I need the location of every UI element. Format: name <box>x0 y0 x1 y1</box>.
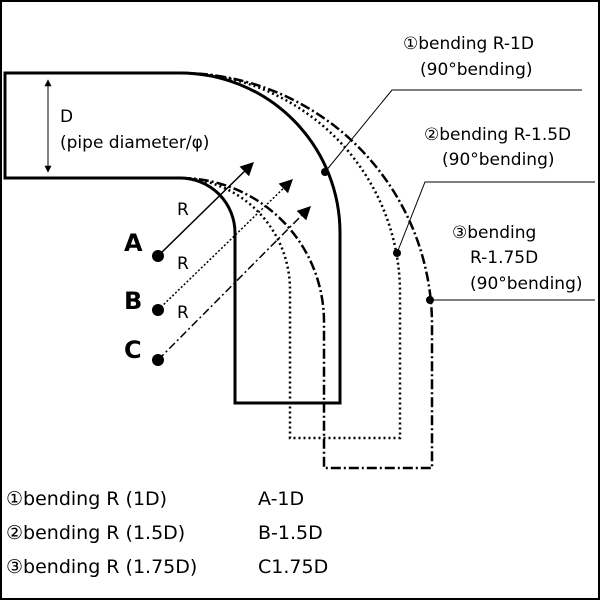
callout-2-subtitle: (90°bending) <box>442 150 555 170</box>
center-point-b <box>152 304 164 316</box>
callout-3-title: ③bending <box>452 223 536 243</box>
callout-1-subtitle: (90°bending) <box>420 60 533 80</box>
callout-leader-1 <box>324 89 582 173</box>
legend-code-1: A-1D <box>258 488 304 510</box>
legend-name-1: ①bending R (1D) <box>6 488 167 510</box>
point-label-a: A <box>124 229 143 257</box>
callout-dot-3 <box>426 296 434 304</box>
radius-label-a: R <box>177 200 189 220</box>
callout-dot-1 <box>321 168 329 176</box>
point-label-c: C <box>124 336 142 364</box>
radius-line-b <box>157 179 293 311</box>
radius-label-b: R <box>177 254 189 274</box>
radius-label-c: R <box>177 303 189 323</box>
radius-line-c <box>157 206 311 361</box>
callout-3-note: (90°bending) <box>470 274 583 294</box>
center-point-a <box>152 250 164 262</box>
pipe-outline-1d <box>3 71 342 405</box>
callout-leader-2 <box>396 181 595 254</box>
point-label-b: B <box>124 287 142 315</box>
pipe-outline-1-75d <box>179 71 434 470</box>
diameter-caption: (pipe diameter/φ) <box>60 133 209 153</box>
legend-name-2: ②bending R (1.5D) <box>6 522 185 544</box>
legend-code-3: C1.75D <box>258 556 328 578</box>
radius-line-a <box>157 162 254 257</box>
center-point-c <box>152 354 164 366</box>
callout-1-title: ①bending R-1D <box>403 34 534 54</box>
legend-code-2: B-1.5D <box>258 522 323 544</box>
callout-dot-2 <box>393 249 401 257</box>
diameter-label: D <box>60 107 73 127</box>
legend-name-3: ③bending R (1.75D) <box>6 556 197 578</box>
pipe-outline-1-5d <box>179 71 402 440</box>
callout-3-subtitle: R-1.75D <box>470 248 538 268</box>
callout-2-title: ②bending R-1.5D <box>424 125 571 145</box>
